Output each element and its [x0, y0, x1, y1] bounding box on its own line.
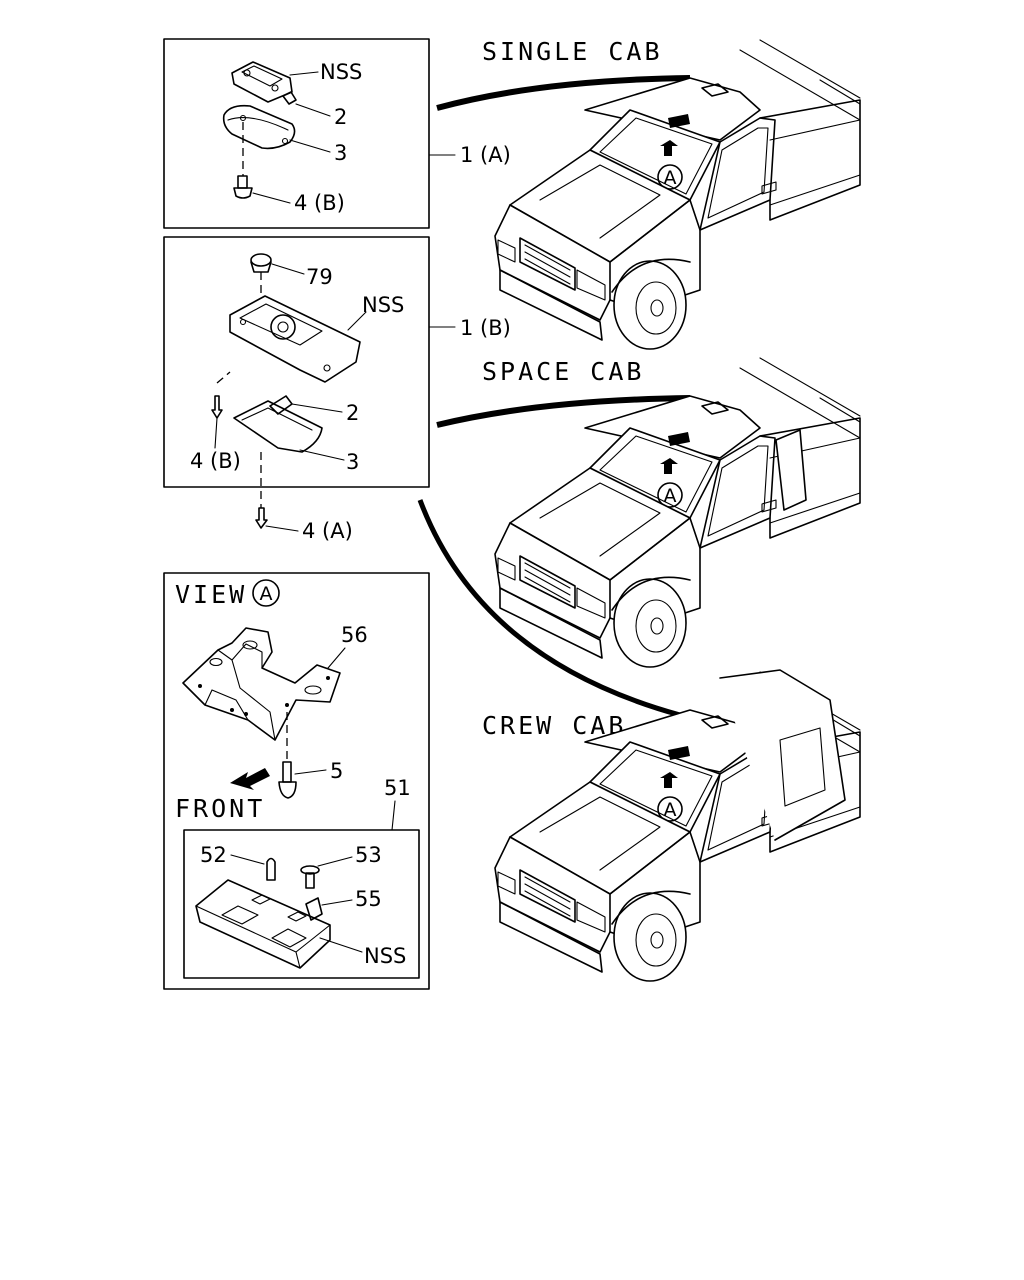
box3-frame — [163, 572, 430, 990]
label-ref-1b: 1 (B) — [460, 316, 511, 340]
label-ref-1a: 1 (A) — [460, 143, 511, 167]
box-space-cab-lamp: 79 NSS 2 3 4 (B) — [163, 236, 430, 508]
truck1-marker-letter: A — [664, 167, 677, 189]
leader-single-cab — [436, 75, 691, 111]
label-part-2: 2 — [346, 401, 359, 425]
screw-5 — [278, 761, 297, 799]
title-space-cab: SPACE CAB — [482, 357, 644, 386]
label-part-79: 79 — [306, 265, 333, 289]
label-part-3: 3 — [334, 141, 347, 165]
screw-4b — [233, 175, 253, 199]
title-single-cab: SINGLE CAB — [482, 37, 663, 66]
label-part-4b: 4 (B) — [190, 449, 241, 473]
screw-4b — [211, 395, 223, 419]
box-map-lamp-51: 52 53 55 NSS — [183, 829, 420, 979]
view-marker-letter: A — [260, 583, 273, 605]
label-nss: NSS — [320, 60, 362, 84]
label-part-56: 56 — [341, 623, 368, 647]
box2-frame — [163, 236, 430, 488]
switch-55 — [305, 897, 323, 921]
label-part-53: 53 — [355, 843, 382, 867]
bracket-56 — [182, 627, 341, 741]
leader-space-cab — [436, 395, 691, 428]
screw-53 — [300, 865, 320, 889]
label-nss: NSS — [362, 293, 404, 317]
map-lamp-housing-nss — [195, 879, 331, 969]
front-label: FRONT — [175, 794, 265, 823]
label-part-4b: 4 (B) — [294, 191, 345, 215]
bulb-2 — [282, 91, 297, 105]
label-part-52: 52 — [200, 843, 227, 867]
truck2-marker-letter: A — [664, 485, 677, 507]
label-part-5: 5 — [330, 759, 343, 783]
truck3-marker-letter: A — [664, 799, 677, 821]
view-marker-circle — [252, 579, 280, 607]
front-arrow-icon — [230, 768, 270, 790]
view-label: VIEW — [175, 580, 247, 609]
clip-79 — [250, 253, 272, 273]
lamp-base-nss — [229, 295, 361, 383]
box-single-cab-lamp: NSS 2 3 4 (B) — [163, 38, 430, 229]
label-part-4a: 4 (A) — [302, 519, 353, 543]
box-view-a: VIEW A 56 5 FRONT — [163, 572, 430, 990]
lamp-base-nss — [231, 61, 293, 103]
title-crew-cab: CREW CAB — [482, 711, 626, 740]
box4-frame — [183, 829, 420, 979]
label-part-55: 55 — [355, 887, 382, 911]
label-part-51: 51 — [384, 776, 411, 800]
lens-3 — [233, 400, 323, 453]
box1-frame — [163, 38, 430, 229]
truck-space-cab — [494, 357, 861, 668]
lens-3 — [222, 104, 296, 150]
label-part-3: 3 — [346, 450, 359, 474]
label-part-2: 2 — [334, 105, 347, 129]
truck-crew-cab — [494, 669, 861, 982]
label-nss: NSS — [364, 944, 406, 968]
screw-4a — [255, 507, 268, 529]
bulb-52 — [266, 857, 276, 881]
leader-crew-cab — [417, 499, 681, 718]
